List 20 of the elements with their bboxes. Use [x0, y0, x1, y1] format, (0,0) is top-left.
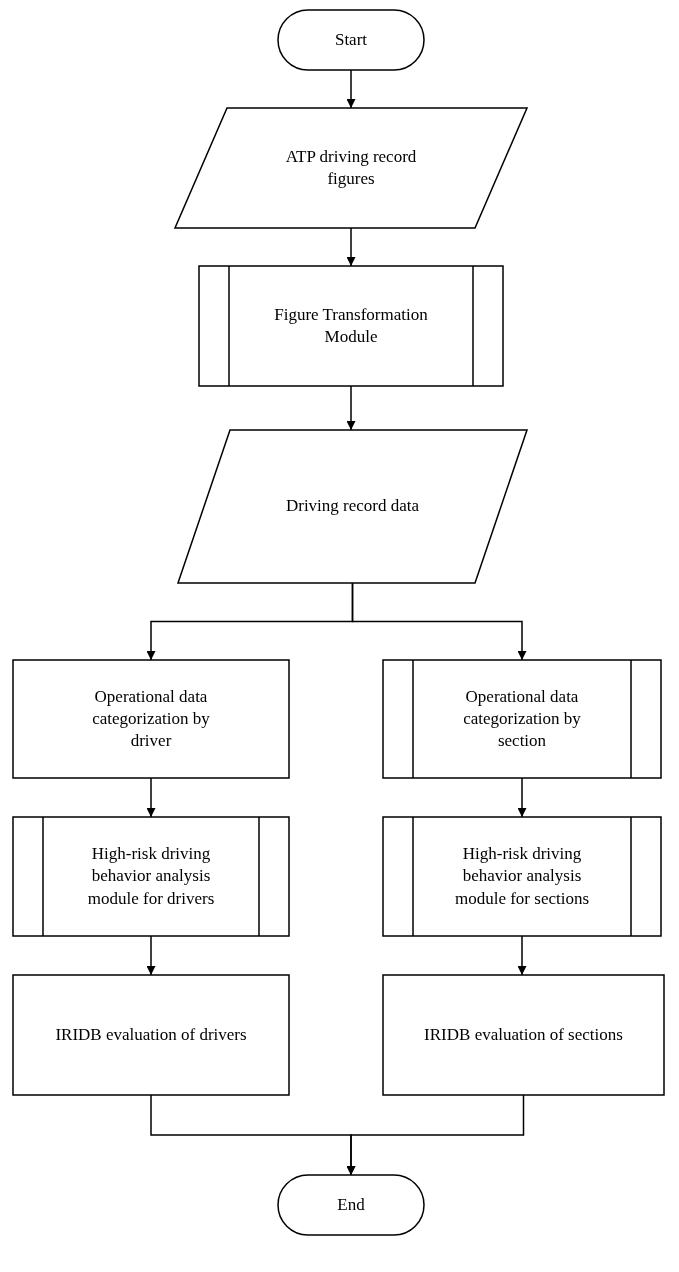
- node-label: IRIDB evaluation of drivers: [55, 1023, 247, 1046]
- arrow: [146, 777, 156, 818]
- arrow: [351, 582, 527, 661]
- node-label: Driving record data: [285, 495, 420, 518]
- node-label: Figure Transformation Module: [273, 303, 429, 348]
- node-label: End: [337, 1193, 365, 1216]
- arrow: [346, 385, 356, 431]
- node-label: Operational data categorization by driver: [91, 685, 211, 753]
- arrow: [517, 777, 527, 818]
- node-label: Start: [334, 28, 368, 51]
- node-label: IRIDB evaluation of sections: [424, 1023, 623, 1046]
- node-label: High-risk driving behavior analysis module for sections: [453, 843, 591, 910]
- arrow: [146, 935, 156, 976]
- node-label: ATP driving record figures: [284, 145, 418, 190]
- arrow: [346, 69, 356, 109]
- arrow: [517, 935, 527, 976]
- arrow: [346, 227, 356, 267]
- arrow: [346, 1094, 525, 1176]
- node-label: Operational data categorization by section: [462, 685, 582, 753]
- node-label: High-risk driving behavior analysis module for drivers: [86, 843, 216, 910]
